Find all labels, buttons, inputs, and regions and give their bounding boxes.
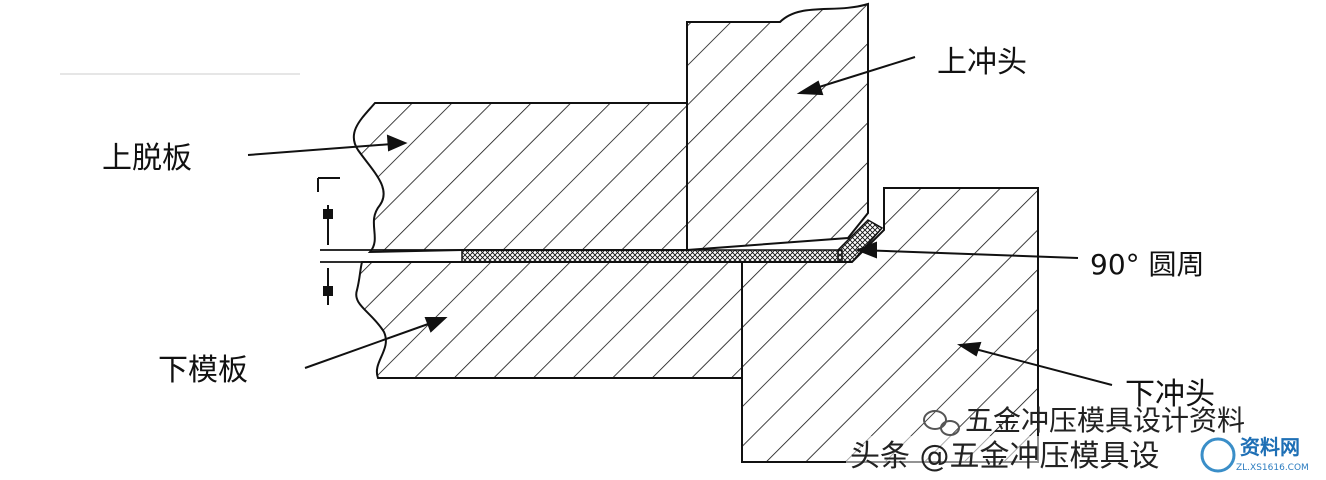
logo-url: ZL.XS1616.COM [1236, 463, 1309, 473]
material-bend [837, 219, 884, 263]
logo-text: 资料网 [1240, 435, 1300, 459]
leader-upper-stripper [247, 142, 406, 156]
upper-stripper-plate [352, 102, 688, 254]
leader-angle [857, 249, 1079, 259]
watermark-backdrop [846, 436, 1218, 474]
label-lower-punch: 下冲头 [1125, 377, 1215, 412]
label-lower-die-plate: 下模板 [158, 353, 248, 388]
leader-lower-punch [959, 344, 1113, 386]
watermark-wechat-text: 五金冲压模具设计资料 [965, 404, 1245, 437]
watermark-toutiao-text: 头条 @五金冲压模具设 [850, 439, 1160, 474]
lower-die-plate [355, 261, 743, 379]
leader-lower-die-plate [304, 317, 446, 369]
label-upper-stripper: 上脱板 [102, 141, 192, 176]
label-upper-punch: 上冲头 [937, 45, 1027, 80]
thickness-dimension [317, 177, 340, 305]
arrow-upper-stripper [386, 134, 408, 152]
arrow-upper-punch [796, 80, 824, 96]
arrow-lower-die-plate [424, 317, 448, 333]
logo-circle-icon [1200, 437, 1236, 473]
wechat-watermark: 五金冲压模具设计资料 [923, 404, 1245, 437]
arrow-lower-punch [956, 341, 982, 357]
material-strip [461, 249, 843, 263]
label-angle: 90° 圆周 [1090, 248, 1205, 281]
site-logo: 资料网 ZL.XS1616.COM [1200, 435, 1309, 473]
wechat-icon [923, 410, 960, 436]
arrow-angle [855, 241, 877, 259]
upper-punch [686, 2, 869, 252]
